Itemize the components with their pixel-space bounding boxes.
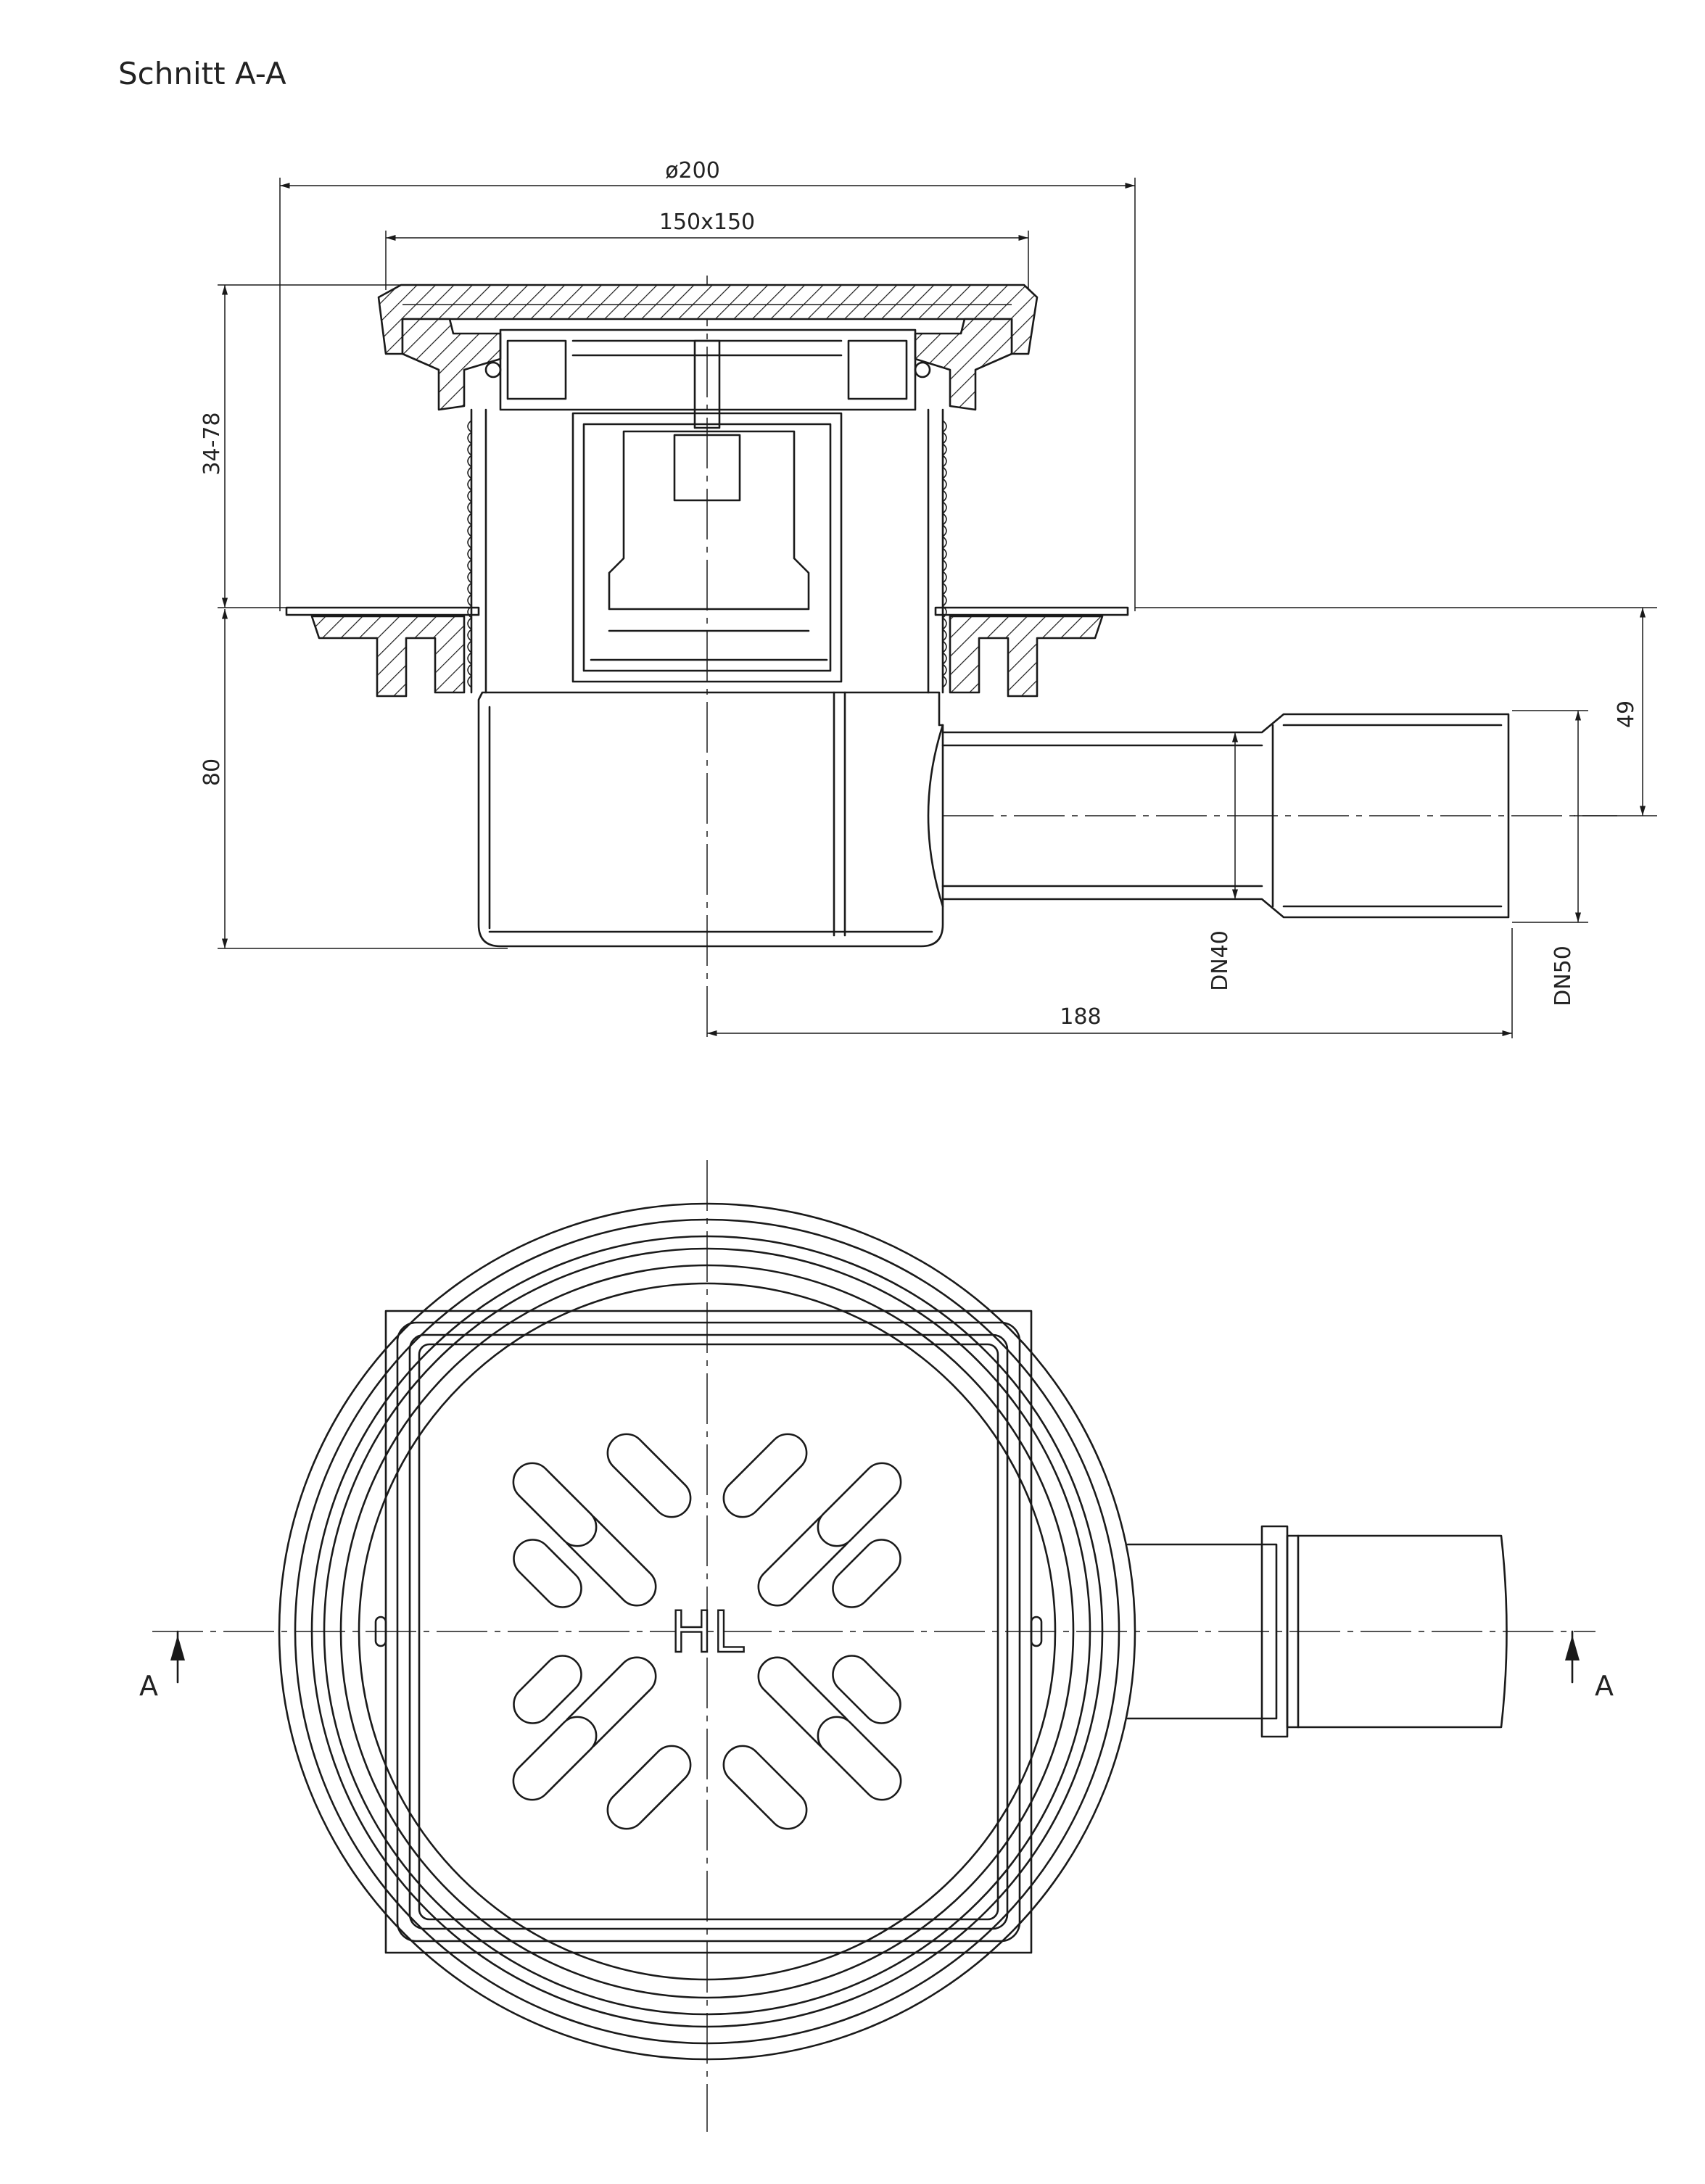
membrane-left bbox=[285, 606, 480, 616]
dimension-dn50-label: DN50 bbox=[1551, 946, 1576, 1006]
section-marker-right: A bbox=[1565, 1630, 1614, 1702]
dimension-body-height: 80 bbox=[199, 609, 508, 949]
dimension-outlet-length-label: 188 bbox=[1060, 1004, 1101, 1030]
outer-ring bbox=[278, 1202, 1136, 2061]
dimension-dn50: DN50 bbox=[1512, 710, 1588, 1006]
grate-slots bbox=[512, 1433, 902, 1830]
riser-body bbox=[470, 408, 944, 694]
dimension-diameter-label: ø200 bbox=[665, 158, 720, 183]
dimension-outlet-height: 49 bbox=[1135, 607, 1657, 816]
grate-plate bbox=[408, 1333, 1009, 1930]
frame-right bbox=[914, 318, 1013, 411]
dimension-outlet-height-label: 49 bbox=[1614, 700, 1639, 728]
section-view: ø200 150x150 34-78 80 49 bbox=[199, 158, 1657, 1044]
dimension-dn40: DN40 bbox=[1207, 732, 1239, 991]
dimension-body-height-label: 80 bbox=[199, 758, 225, 786]
dimension-grate-label: 150x150 bbox=[659, 210, 755, 235]
outlet-pipe bbox=[941, 713, 1510, 919]
seat-ring bbox=[499, 328, 917, 411]
grate-marking: HL bbox=[670, 1600, 745, 1666]
membrane-right bbox=[934, 606, 1129, 616]
flange-right bbox=[949, 615, 1104, 698]
thread-right bbox=[941, 420, 947, 688]
frame-left bbox=[401, 318, 502, 411]
dimension-height-range: 34-78 bbox=[199, 284, 406, 608]
section-marker-right-label: A bbox=[1595, 1670, 1614, 1702]
thread-left bbox=[467, 420, 473, 688]
plan-view: HL A A bbox=[139, 1160, 1614, 2132]
section-marker-left-label: A bbox=[139, 1670, 158, 1702]
dimension-outlet-length: 188 bbox=[707, 928, 1513, 1038]
dimension-dn40-label: DN40 bbox=[1207, 930, 1233, 991]
drain-body bbox=[477, 691, 944, 948]
outlet-pipe-plan bbox=[1126, 1543, 1278, 1720]
dimension-height-range-label: 34-78 bbox=[199, 412, 225, 475]
dimension-grate: 150x150 bbox=[385, 210, 1029, 290]
drawing-title: Schnitt A-A bbox=[118, 56, 286, 91]
flange-left bbox=[310, 615, 466, 698]
dimension-diameter: ø200 bbox=[279, 158, 1136, 611]
section-marker-left: A bbox=[139, 1630, 185, 1702]
odour-trap bbox=[571, 412, 843, 683]
